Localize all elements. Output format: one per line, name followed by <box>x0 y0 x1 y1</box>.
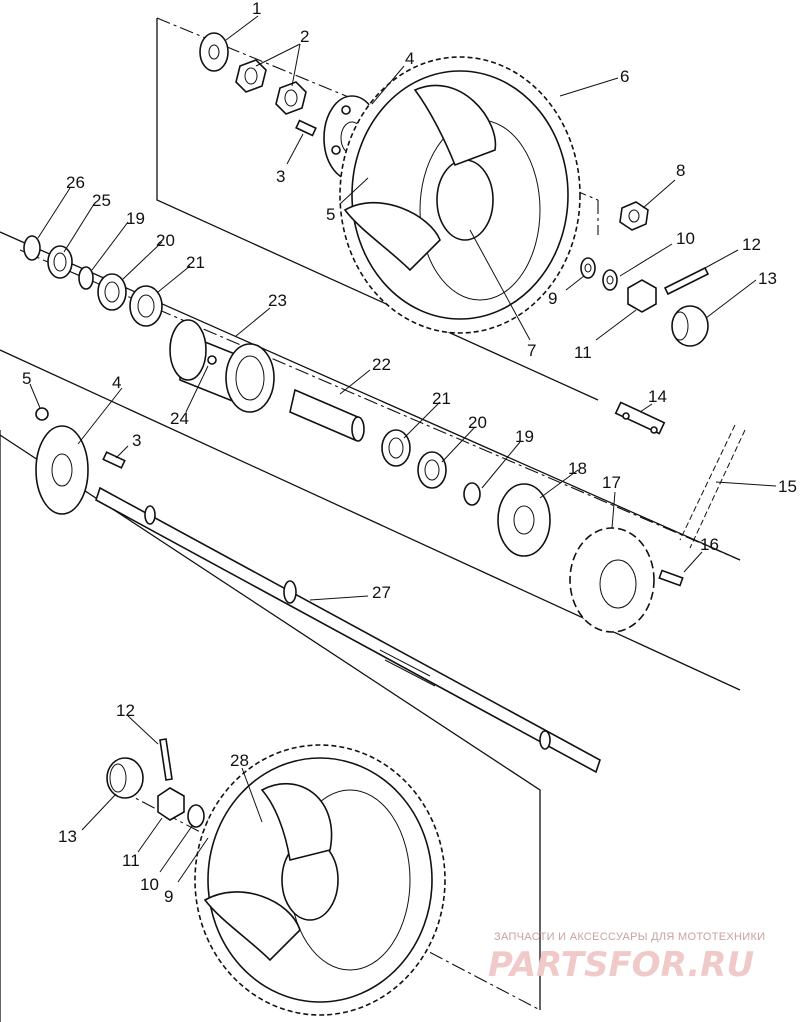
spacer-part-22 <box>289 388 365 442</box>
callout-4: 4 <box>405 49 414 68</box>
callout-2: 2 <box>300 27 309 46</box>
bearing-part-20-right <box>417 451 447 489</box>
watermark: ЗАПЧАСТИ И АКСЕССУАРЫ ДЛЯ МОТОТЕХНИКИ PA… <box>488 931 765 985</box>
callout-4b: 4 <box>112 373 121 392</box>
callout-9: 9 <box>548 289 557 308</box>
callout-10: 10 <box>676 229 695 248</box>
callout-21a: 21 <box>186 253 205 272</box>
snap-ring-part-26 <box>23 235 41 261</box>
callout-3: 3 <box>276 167 285 186</box>
callout-6: 6 <box>620 67 629 86</box>
bearing-part-20-left <box>97 273 127 311</box>
washer-part-1 <box>199 32 229 72</box>
callout-26: 26 <box>66 173 85 192</box>
castle-nut-part-11-upper <box>627 279 657 313</box>
cotter-pin-part-12-upper <box>663 266 710 296</box>
lower-frame-line <box>0 434 541 1010</box>
callout-7: 7 <box>527 341 536 360</box>
chain-part-15 <box>679 424 746 549</box>
cap-part-13-lower <box>106 757 144 799</box>
bearing-part-21-left <box>129 285 163 327</box>
callout-16: 16 <box>700 535 719 554</box>
nut-part-5-lower <box>35 407 49 421</box>
washer-part-10-upper <box>602 269 618 291</box>
leader-lines <box>29 15 777 883</box>
callout-12: 12 <box>742 235 761 254</box>
castle-nut-part-11-lower <box>157 787 185 821</box>
callout-3b: 3 <box>132 431 141 450</box>
nuts-part-2 <box>235 59 307 115</box>
o-ring-part-19-right <box>463 482 481 506</box>
tire-part-6-upper <box>339 56 581 334</box>
callout-27: 27 <box>372 583 391 602</box>
sprocket-part-17 <box>569 527 655 633</box>
callout-10b: 10 <box>140 875 159 894</box>
bolt-part-3-upper <box>295 119 317 137</box>
callout-18: 18 <box>568 459 587 478</box>
cotter-pin-part-12-lower <box>159 738 173 781</box>
callout-1: 1 <box>252 0 261 18</box>
callout-12b: 12 <box>116 701 135 720</box>
hub-part-4-lower <box>35 425 89 515</box>
callout-28: 28 <box>230 751 249 770</box>
watermark-tagline: ЗАПЧАСТИ И АКСЕССУАРЫ ДЛЯ МОТОТЕХНИКИ <box>494 931 765 943</box>
chain-link-part-14 <box>614 401 666 435</box>
callout-19a: 19 <box>126 209 145 228</box>
washer-part-9-upper <box>580 257 596 279</box>
callout-23: 23 <box>268 291 287 310</box>
middle-frame-bottom <box>0 349 741 691</box>
axle-part-27 <box>95 486 601 774</box>
tire-part-28-lower <box>194 744 446 1016</box>
callout-9b: 9 <box>164 887 173 906</box>
callout-21b: 21 <box>432 389 451 408</box>
seal-part-25 <box>47 245 73 279</box>
callout-13b: 13 <box>58 827 77 846</box>
cap-part-13-upper <box>671 305 709 347</box>
callout-labels: 1 2 3 4 5 6 7 8 9 10 11 12 13 14 15 16 1… <box>22 0 797 906</box>
washer-part-10-lower <box>187 804 205 828</box>
watermark-brand: PARTSFOR.RU <box>488 945 754 985</box>
callout-5b: 5 <box>22 369 31 388</box>
callout-20b: 20 <box>468 413 487 432</box>
callout-11: 11 <box>574 343 592 362</box>
callout-20a: 20 <box>156 231 175 250</box>
callout-11b: 11 <box>122 851 140 870</box>
bearing-part-21-right <box>381 429 411 467</box>
callout-25: 25 <box>92 191 111 210</box>
callout-19b: 19 <box>515 427 534 446</box>
housing-part-23 <box>169 319 275 413</box>
bolt-part-16 <box>658 569 684 587</box>
callout-24: 24 <box>170 409 189 428</box>
callout-5: 5 <box>326 205 335 224</box>
callout-8: 8 <box>676 161 685 180</box>
callout-15: 15 <box>778 477 797 496</box>
nut-part-8 <box>619 201 649 231</box>
callout-22: 22 <box>372 355 391 374</box>
o-ring-part-19-left <box>78 266 94 290</box>
callout-14: 14 <box>648 387 667 406</box>
hub-part-18 <box>497 483 551 557</box>
bolt-part-3-lower <box>102 451 126 469</box>
callout-17: 17 <box>602 473 621 492</box>
callout-13: 13 <box>758 269 777 288</box>
